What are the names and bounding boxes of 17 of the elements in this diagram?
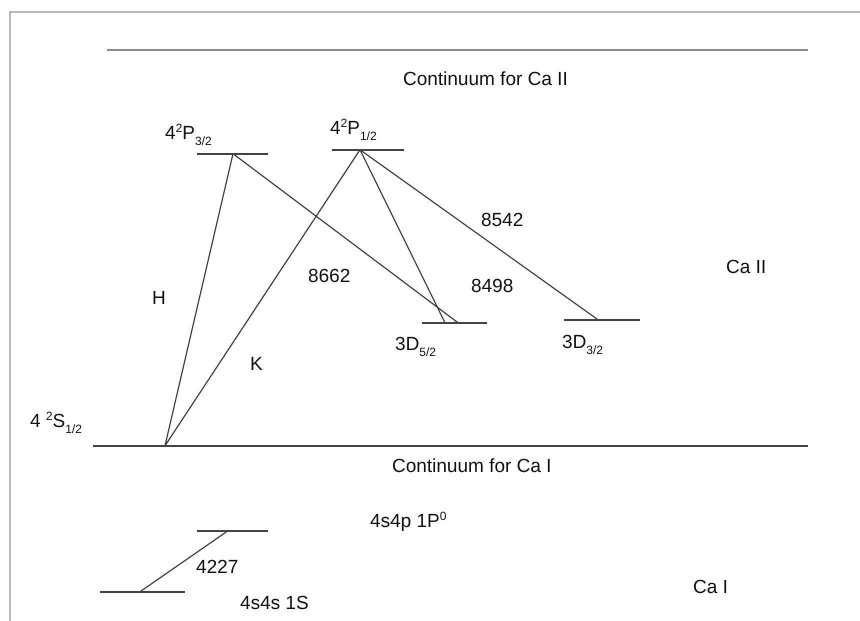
- level-label: 4$^{2}$P$_{1/2}$: [330, 117, 377, 144]
- level-label: 4 $^{2}$S$_{1/2}$: [30, 410, 82, 436]
- transition-line: [359, 149, 446, 324]
- region-label: Continuum for Ca I: [392, 457, 552, 478]
- level-label: 4$^{2}$P$_{3/2}$: [165, 122, 212, 148]
- transition-line: [164, 149, 360, 446]
- level-label: 3D$_{3/2}$: [562, 333, 603, 358]
- level-label: 3D$_{5/2}$: [395, 335, 436, 360]
- region-label: Continuum for Ca II: [403, 70, 568, 91]
- transition-line: [360, 149, 598, 320]
- transition-line: [140, 530, 228, 592]
- transition-line: [232, 153, 458, 324]
- level-label: 4s4p 1P$^{0}$: [370, 510, 446, 533]
- level-label: 4s4s 1S: [240, 594, 309, 615]
- ion-label: Ca II: [726, 258, 766, 279]
- ion-label: Ca I: [693, 578, 728, 599]
- transition-line: [164, 154, 234, 446]
